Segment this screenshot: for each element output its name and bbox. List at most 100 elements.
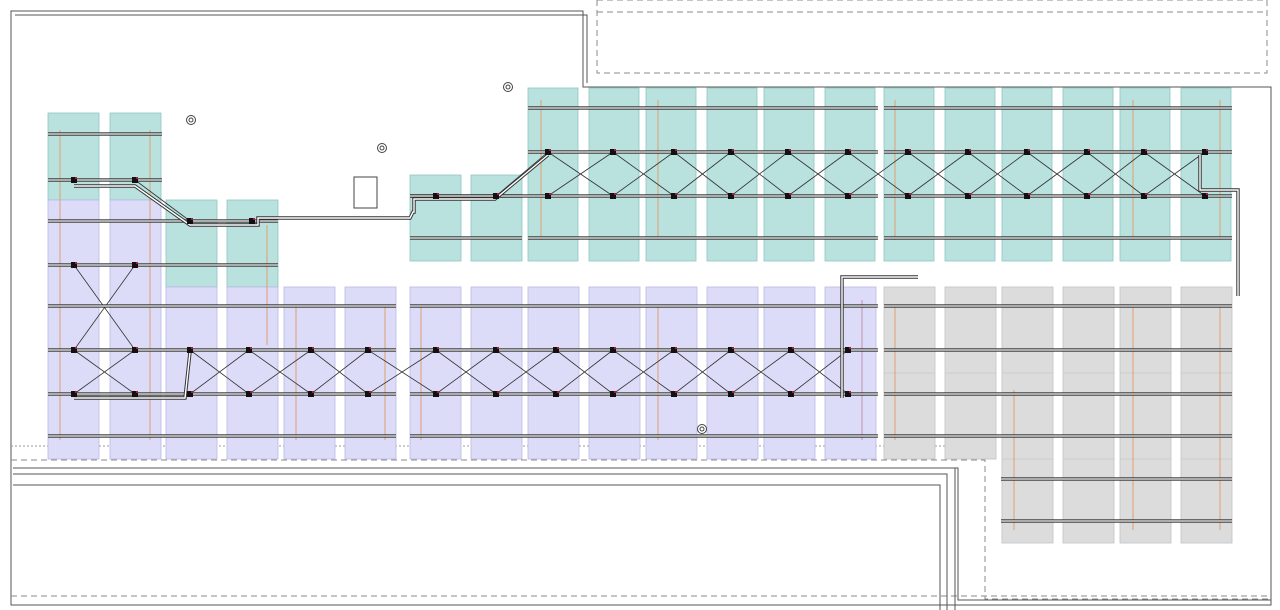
anchor-accent (675, 149, 677, 151)
purple-panel (344, 286, 397, 460)
brace (495, 151, 549, 197)
anchor-point-icon (671, 391, 677, 397)
teal-panel (883, 87, 935, 262)
purple-panel (824, 286, 877, 460)
anchor-point-icon (71, 177, 77, 183)
anchor-accent (369, 347, 371, 349)
bracing (73, 151, 1206, 395)
anchor-point-icon (493, 347, 499, 353)
post-lines (59, 100, 1221, 530)
anchor-accent (497, 347, 499, 349)
grey-panel (1001, 286, 1054, 544)
anchor-point-icon (785, 149, 791, 155)
anchor-accent (557, 391, 559, 393)
survey-markers (186, 82, 707, 434)
purple-panel (527, 286, 580, 460)
anchor-point-icon (610, 193, 616, 199)
anchor-accent (614, 391, 616, 393)
anchor-accent (614, 193, 616, 195)
anchor-point-icon (365, 391, 371, 397)
anchor-point-icon (433, 391, 439, 397)
anchor-accent (675, 391, 677, 393)
anchor-point-icon (71, 347, 77, 353)
anchor-point-icon (845, 347, 851, 353)
anchor-accent (136, 347, 138, 349)
mounting-rails (48, 106, 1232, 523)
purple-panel (109, 199, 162, 460)
brace (673, 151, 732, 197)
anchor-point-icon (1084, 193, 1090, 199)
brace (1026, 151, 1088, 197)
anchor-accent (732, 193, 734, 195)
anchor-accent (732, 391, 734, 393)
anchor-accent (312, 347, 314, 349)
brace (787, 151, 849, 197)
anchor-accent (1028, 149, 1030, 151)
anchor-accent (909, 149, 911, 151)
anchor-point-icon (246, 347, 252, 353)
anchor-point-icon (433, 347, 439, 353)
anchor-point-icon (553, 347, 559, 353)
anchor-point-icon (845, 391, 851, 397)
anchor-accent (75, 347, 77, 349)
brace (847, 151, 909, 197)
cable-run (74, 153, 1240, 400)
brace (612, 349, 675, 395)
anchor-point-icon (433, 193, 439, 199)
anchor-point-icon (905, 193, 911, 199)
anchor-accent (732, 149, 734, 151)
anchor-accent (849, 149, 851, 151)
teal-panel (1180, 87, 1232, 262)
anchor-accent (792, 391, 794, 393)
anchor-point-icon (187, 347, 193, 353)
teal-panel (706, 87, 758, 262)
anchor-accent (969, 193, 971, 195)
anchor-point-icon (493, 193, 499, 199)
anchor-point-icon (553, 391, 559, 397)
anchor-accent (732, 347, 734, 349)
purple-panel (763, 286, 816, 460)
purple-panel (588, 286, 641, 460)
anchor-accent (614, 149, 616, 151)
survey-marker-icon (503, 82, 513, 92)
brace (367, 349, 437, 395)
anchor-point-icon (610, 391, 616, 397)
anchor-accent (614, 347, 616, 349)
anchor-point-icon (132, 347, 138, 353)
teal-panel (527, 87, 579, 262)
anchor-accent (675, 347, 677, 349)
teal-panel (226, 199, 279, 288)
anchor-point-icon (132, 262, 138, 268)
anchor-point-icon (71, 262, 77, 268)
anchor-point-icon (1024, 193, 1030, 199)
anchor-point-icon (249, 218, 255, 224)
upper-right-zone (596, 0, 1268, 74)
teal-panel (763, 87, 815, 262)
purple-panel (165, 286, 218, 460)
anchor-point-icon (788, 347, 794, 353)
teal-panel (588, 87, 640, 262)
anchor-accent (1145, 193, 1147, 195)
anchor-accent (789, 149, 791, 151)
anchor-point-icon (728, 149, 734, 155)
anchor-point-icon (845, 149, 851, 155)
teal-panel (1001, 87, 1053, 262)
brace (495, 349, 557, 395)
inspection-box-icon (353, 176, 378, 209)
anchor-point-icon (187, 391, 193, 397)
anchor-accent (437, 347, 439, 349)
brace (1143, 151, 1206, 197)
anchor-accent (909, 193, 911, 195)
grey-panel (1180, 286, 1233, 544)
anchor-accent (136, 262, 138, 264)
anchor-accent (136, 391, 138, 393)
anchor-accent (1088, 149, 1090, 151)
anchor-accent (849, 193, 851, 195)
anchor-point-icon (728, 391, 734, 397)
anchor-accent (75, 391, 77, 393)
anchor-point-icon (545, 149, 551, 155)
anchor-point-icon (1024, 149, 1030, 155)
brace (435, 349, 497, 395)
brace (730, 151, 789, 197)
anchor-accent (312, 391, 314, 393)
